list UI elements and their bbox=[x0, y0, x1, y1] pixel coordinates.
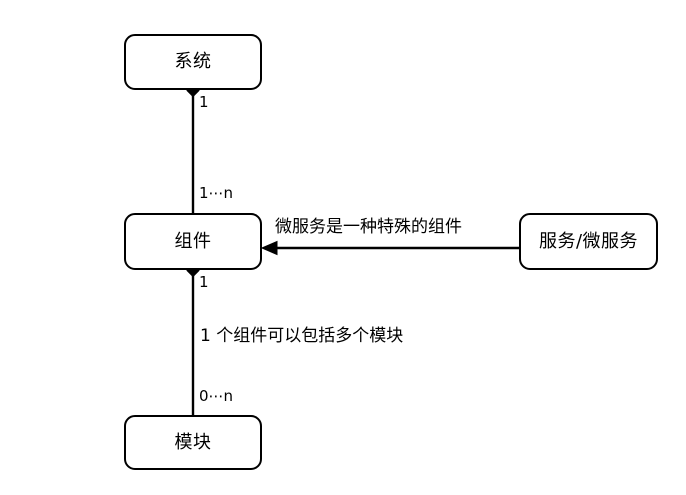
node-component-label: 组件 bbox=[174, 230, 212, 252]
edge-label-component-module-source: 1 bbox=[199, 273, 209, 291]
edge-label-component-module-target: 0⋯n bbox=[199, 387, 234, 405]
edge-label-system-component-target: 1⋯n bbox=[199, 184, 234, 202]
node-module[interactable]: 模块 bbox=[124, 415, 262, 470]
edge-label-system-component-source: 1 bbox=[199, 93, 209, 111]
arrowhead-icon bbox=[260, 240, 278, 256]
node-system-label: 系统 bbox=[174, 51, 212, 72]
edge-label-service-component-description: 微服务是一种特殊的组件 bbox=[275, 217, 462, 237]
node-module-label: 模块 bbox=[174, 431, 212, 453]
edge-system-component bbox=[186, 83, 200, 213]
node-component[interactable]: 组件 bbox=[124, 213, 262, 270]
edge-component-module bbox=[186, 263, 200, 415]
node-service[interactable]: 服务/微服务 bbox=[519, 213, 658, 270]
edge-label-component-module-description: 1 个组件可以包括多个模块 bbox=[200, 326, 404, 346]
node-system[interactable]: 系统 bbox=[124, 34, 262, 90]
edge-service-component bbox=[260, 240, 519, 256]
node-service-label: 服务/微服务 bbox=[538, 230, 639, 252]
